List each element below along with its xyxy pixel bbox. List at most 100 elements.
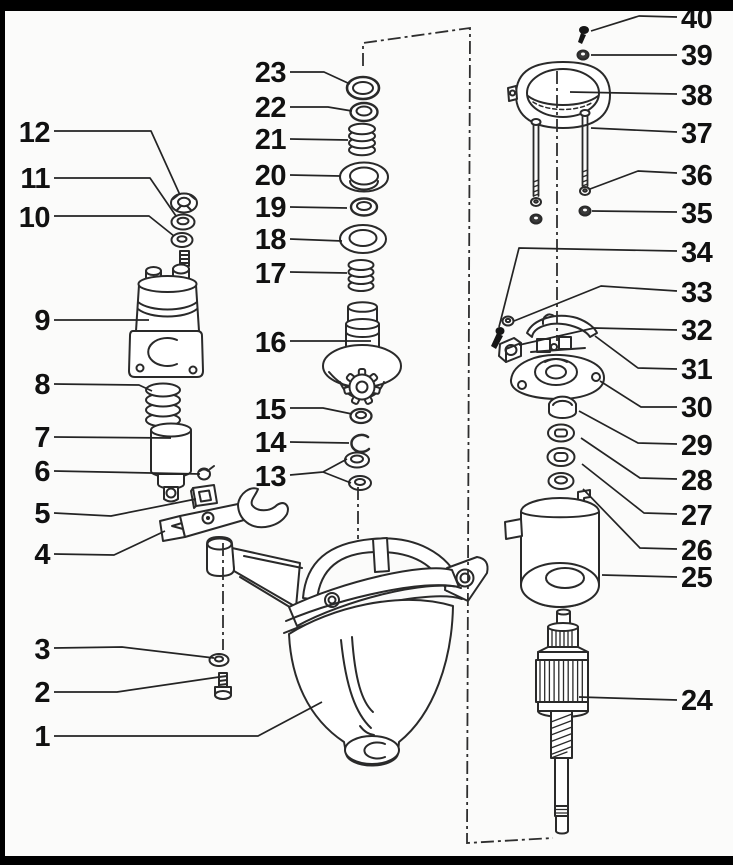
leader-line-14 (289, 441, 350, 444)
leader-line-15 (290, 407, 353, 415)
brush-cover-part-31 (526, 313, 598, 338)
callout-27: 27 (681, 500, 712, 532)
callout-24: 24 (681, 685, 713, 717)
screw-part-34 (491, 327, 505, 349)
pinion-drive-part-16 (322, 301, 402, 405)
leader-line-11 (54, 177, 177, 217)
leader-line-5 (53, 498, 197, 517)
leader-line-37 (590, 127, 678, 133)
leader-line-28 (580, 437, 678, 480)
leader-line-12 (54, 130, 181, 196)
callout-35: 35 (681, 198, 713, 230)
callout-16: 16 (255, 327, 287, 359)
drive-housing-part-1 (206, 536, 489, 767)
leader-line-8 (53, 383, 153, 392)
leader-line-29 (578, 410, 678, 445)
leader-line-33 (513, 285, 678, 322)
leader-line-40 (590, 15, 678, 32)
seal-part-28 (547, 423, 575, 443)
washer-part-10 (170, 232, 194, 248)
callout-4: 4 (34, 539, 50, 571)
screw-part-40 (578, 26, 589, 44)
pin-part-6 (197, 465, 215, 481)
callout-17: 17 (255, 258, 286, 290)
washer-part-13b (348, 475, 372, 491)
callout-19: 19 (255, 192, 287, 224)
solenoid-part-9 (128, 250, 204, 378)
washer-part-15 (349, 407, 373, 425)
callout-29: 29 (681, 430, 713, 462)
leader-line-34 (498, 247, 678, 328)
leader-line-36 (589, 170, 678, 190)
callout-36: 36 (681, 160, 713, 192)
callout-8: 8 (34, 369, 50, 401)
cap-part-29 (548, 395, 577, 419)
spring-part-21 (348, 122, 376, 157)
callout-9: 9 (34, 305, 50, 337)
callout-13: 13 (255, 461, 287, 493)
callout-32: 32 (681, 315, 712, 347)
callout-31: 31 (681, 354, 713, 386)
leader-line-19 (289, 206, 348, 209)
callout-10: 10 (19, 202, 50, 234)
callout-18: 18 (255, 224, 287, 256)
page-border-top (0, 0, 733, 11)
bolt-part-2 (214, 672, 232, 700)
leader-line-2 (54, 676, 220, 693)
page-border-bottom (0, 856, 733, 865)
callout-38: 38 (681, 80, 713, 112)
section-boundary-line (362, 26, 554, 844)
end-cap-part-38 (507, 61, 611, 129)
plunger-part-7 (150, 422, 192, 503)
leader-line-6 (53, 470, 201, 475)
leader-line-1 (54, 701, 323, 737)
leader-line-18 (289, 238, 343, 242)
callout-22: 22 (255, 92, 286, 124)
leader-line-30 (599, 380, 677, 408)
washer-part-20 (339, 161, 389, 193)
leader-line-23 (290, 71, 351, 85)
washer-part-13a (344, 451, 370, 469)
callout-26: 26 (681, 535, 713, 567)
leader-line-4 (53, 530, 166, 556)
leader-line-26 (582, 488, 678, 550)
callout-33: 33 (681, 277, 713, 309)
leader-line-22 (290, 106, 353, 112)
ring-part-22 (349, 101, 379, 123)
callout-2: 2 (34, 677, 50, 709)
leader-line-21 (289, 138, 349, 141)
callout-1: 1 (34, 721, 50, 753)
callout-30: 30 (681, 392, 712, 424)
washer-part-26 (547, 472, 575, 490)
terminal-block-part-32 (498, 337, 522, 363)
o-ring-part-23 (345, 75, 381, 101)
callout-12: 12 (19, 117, 50, 149)
callout-11: 11 (20, 163, 50, 195)
leader-line-3 (53, 646, 215, 659)
callout-21: 21 (255, 124, 287, 156)
nut-part-36 (530, 186, 591, 207)
callout-23: 23 (255, 57, 287, 89)
callout-7: 7 (34, 422, 50, 454)
callout-25: 25 (681, 562, 713, 594)
callout-39: 39 (681, 40, 713, 72)
leader-line-17 (289, 271, 348, 274)
through-bolts-part-37 (530, 109, 591, 197)
motor-housing-part-25 (504, 489, 600, 608)
section-lines (222, 26, 558, 844)
callout-6: 6 (34, 456, 50, 488)
callout-34: 34 (681, 237, 713, 269)
callout-5: 5 (34, 498, 50, 530)
callout-37: 37 (681, 118, 712, 150)
leader-line-35 (591, 210, 678, 213)
washer-part-11 (170, 213, 196, 231)
washer-part-33 (501, 315, 515, 327)
pinion-gear (343, 368, 381, 405)
washer-part-3 (208, 653, 230, 667)
leader-line-13 (289, 458, 348, 476)
ring-part-18 (339, 224, 387, 254)
callout-28: 28 (681, 465, 713, 497)
callout-20: 20 (255, 160, 286, 192)
nut-part-39 (576, 49, 590, 61)
